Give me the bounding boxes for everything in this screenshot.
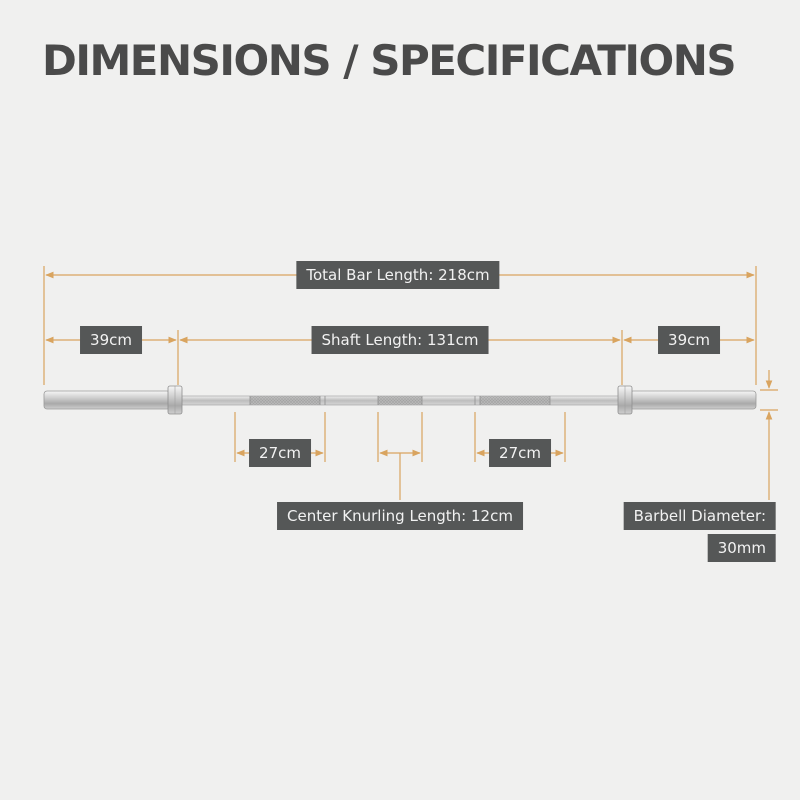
diameter-label-line1: Barbell Diameter:: [623, 502, 776, 530]
total-length-label: Total Bar Length: 218cm: [296, 261, 500, 289]
center-knurl-label: Center Knurling Length: 12cm: [277, 502, 523, 530]
grip-knurl-right: [480, 396, 550, 405]
barbell: [43, 385, 757, 415]
grip-knurl-right-label: 27cm: [489, 439, 551, 467]
sleeve-right: [629, 390, 757, 410]
grip-knurl-left: [250, 396, 320, 405]
diameter-label-line2: 30mm: [707, 534, 776, 562]
page-title: DIMENSIONS / SPECIFICATIONS: [42, 36, 737, 85]
shaft-length-label: Shaft Length: 131cm: [311, 326, 489, 354]
sleeve-right-label: 39cm: [658, 326, 720, 354]
sleeve-left: [43, 390, 171, 410]
grip-knurl-left-label: 27cm: [249, 439, 311, 467]
dimension-lines: [43, 266, 778, 500]
sleeve-left-label: 39cm: [80, 326, 142, 354]
center-knurl: [378, 396, 422, 405]
shaft-marks: [249, 396, 551, 405]
